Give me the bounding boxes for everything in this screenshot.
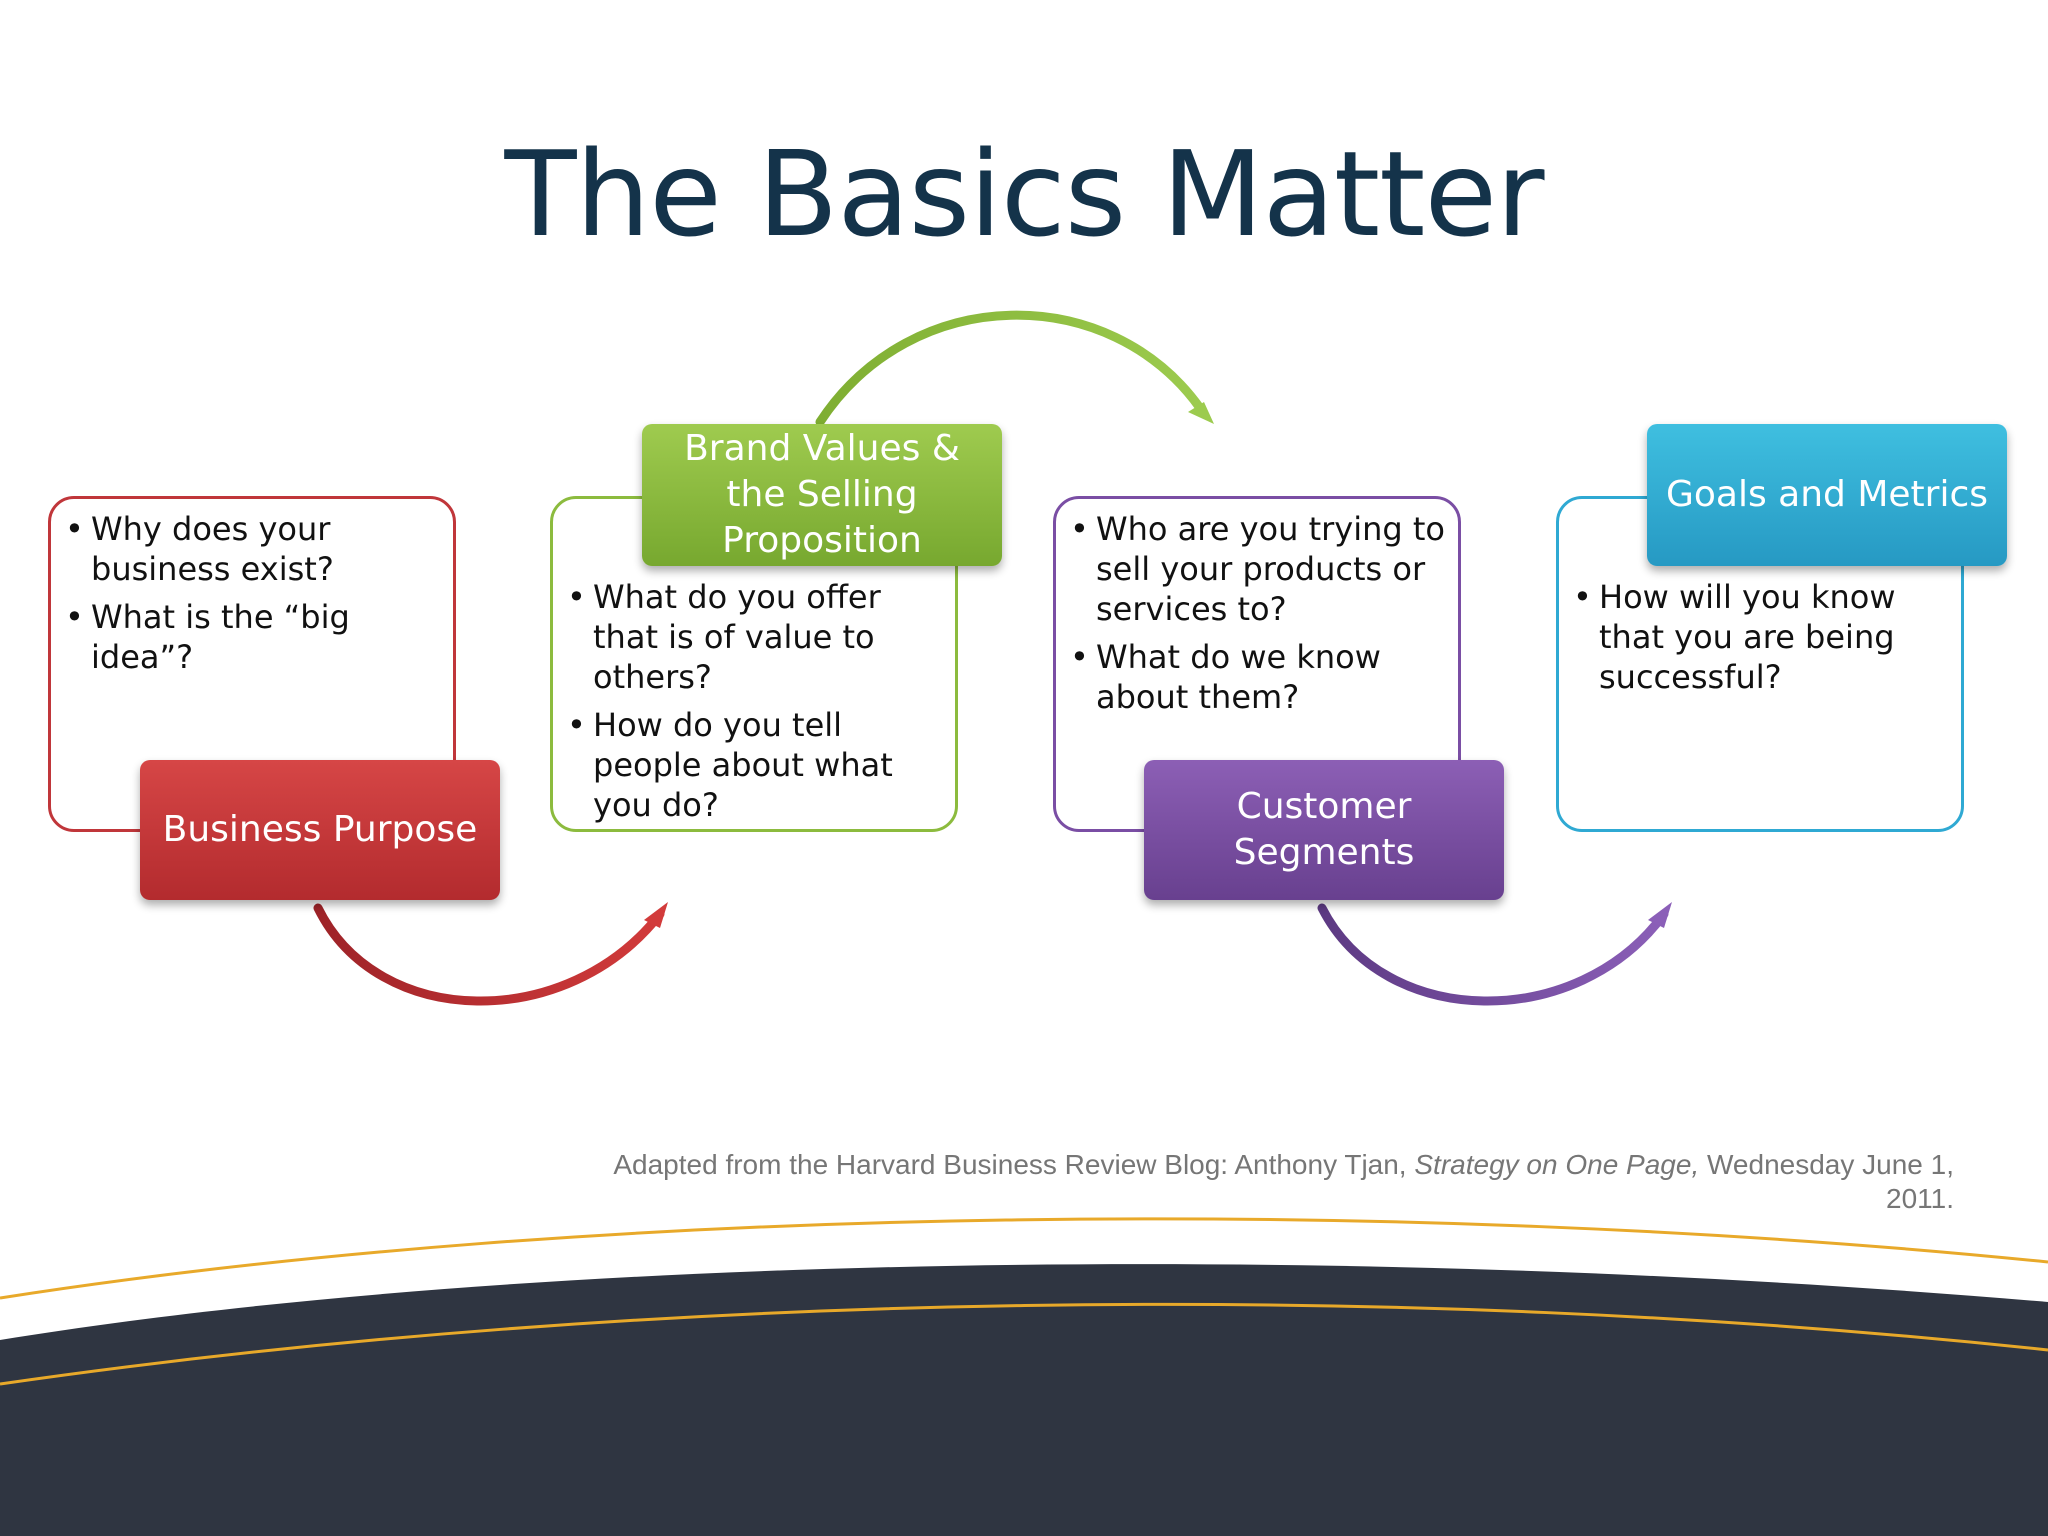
- label-text: Customer Segments: [1233, 786, 1415, 873]
- bullet-item: What do you offer that is of value to ot…: [567, 577, 951, 697]
- bullet-item: Why does your business exist?: [65, 509, 445, 589]
- bullet-item: How do you tell people about what you do…: [567, 705, 951, 825]
- citation-title: Strategy on One Page,: [1414, 1149, 1700, 1180]
- page-title: The Basics Matter: [504, 125, 1544, 263]
- label-customer-segments: Customer Segments: [1144, 760, 1504, 900]
- bullets-goals-metrics: How will you know that you are being suc…: [1573, 577, 1953, 705]
- footer-gold-line-lower: [0, 1302, 2048, 1386]
- citation-prefix: Adapted from the Harvard Business Review…: [613, 1149, 1415, 1180]
- arrow-purpose-to-brand: [313, 902, 668, 1006]
- bullets-business-purpose: Why does your business exist? What is th…: [65, 509, 445, 685]
- arrow-segments-to-goals: [1317, 902, 1672, 1006]
- label-brand-values: Brand Values & the Selling Proposition: [642, 424, 1002, 566]
- footer-gold-line-upper: [0, 1217, 2048, 1300]
- label-text: Goals and Metrics: [1665, 474, 1989, 515]
- label-text: Business Purpose: [162, 809, 478, 850]
- label-business-purpose: Business Purpose: [140, 760, 500, 900]
- label-text: Brand Values & the Selling Proposition: [684, 428, 960, 561]
- bullet-item: What do we know about them?: [1070, 637, 1450, 717]
- source-citation: Adapted from the Harvard Business Review…: [560, 1148, 1954, 1216]
- bullets-customer-segments: Who are you trying to sell your products…: [1070, 509, 1450, 725]
- bullets-brand-values: What do you offer that is of value to ot…: [567, 577, 951, 833]
- bullet-item: Who are you trying to sell your products…: [1070, 509, 1450, 629]
- arrow-brand-to-segments: [815, 310, 1214, 427]
- bullet-item: What is the “big idea”?: [65, 597, 445, 677]
- bullet-item: How will you know that you are being suc…: [1573, 577, 1953, 697]
- footer-dark-band: [0, 1264, 2048, 1536]
- citation-suffix: Wednesday June 1, 2011.: [1699, 1149, 1954, 1214]
- label-goals-metrics: Goals and Metrics: [1647, 424, 2007, 566]
